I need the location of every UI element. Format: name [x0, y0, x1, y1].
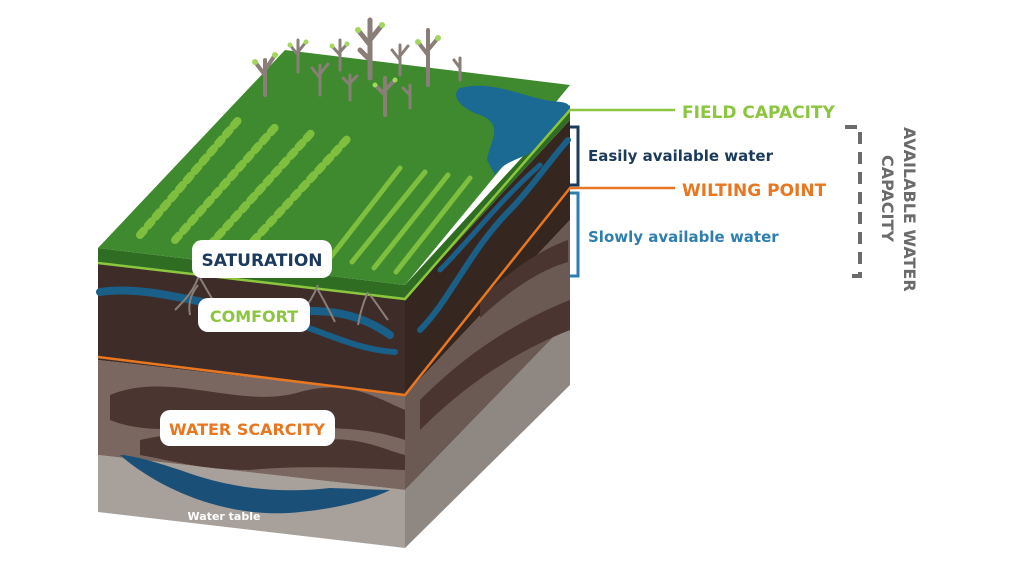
- tree-leaves: [252, 22, 441, 88]
- comfort-pill: [198, 298, 310, 332]
- slowly-available-bracket: [570, 191, 580, 278]
- crop-row-icon: [241, 132, 354, 254]
- field-stripes: [327, 165, 473, 275]
- crop-rows: [136, 114, 354, 254]
- soil-swirl-right-2: [480, 240, 568, 318]
- water-scarcity-label: WATER SCARCITY: [169, 420, 325, 439]
- easily-available-label: Easily available water: [588, 147, 774, 165]
- field-capacity-label: FIELD CAPACITY: [682, 103, 835, 123]
- water-vein-front-2: [297, 322, 398, 355]
- comfort-label: COMFORT: [210, 307, 298, 326]
- saturation-label: SATURATION: [201, 251, 322, 271]
- right-face-base: [405, 320, 570, 548]
- crop-row-icon: [136, 114, 244, 239]
- available-capacity-label-line1: AVAILABLE WATER: [900, 127, 919, 292]
- available-capacity-bracket: [845, 125, 862, 278]
- slowly-available-label: Slowly available water: [588, 228, 779, 246]
- available-capacity-label-line2: CAPACITY: [878, 155, 897, 242]
- soil-swirl-right: [420, 300, 570, 430]
- wilting-point-line: [97, 186, 675, 397]
- pond: [456, 85, 570, 175]
- crop-row-icon: [171, 120, 282, 244]
- water-table-label: Water table: [188, 510, 261, 523]
- water-scarcity-pill: [160, 410, 335, 446]
- water-vein-right-2: [437, 162, 543, 273]
- easily-available-bracket: [570, 125, 580, 187]
- field-capacity-line: [97, 108, 675, 301]
- saturation-pill: [192, 240, 332, 278]
- water-table-shape: [120, 455, 390, 514]
- wilting-point-label: WILTING POINT: [682, 181, 827, 201]
- crop-row-icon: [206, 126, 318, 249]
- water-vein-right: [417, 137, 571, 333]
- grass-top: [98, 50, 570, 285]
